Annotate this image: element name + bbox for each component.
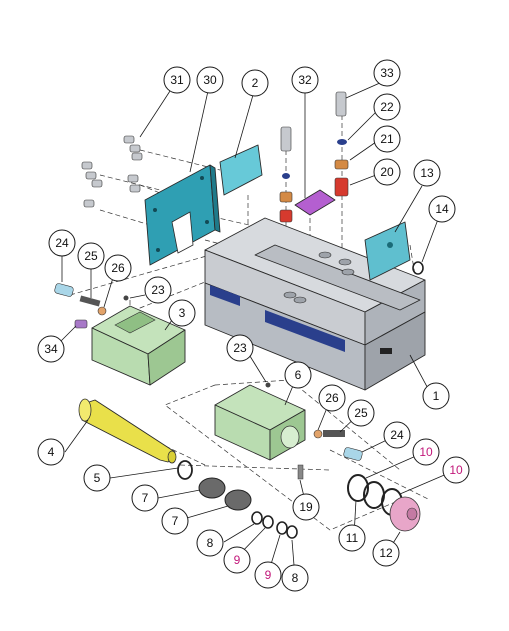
svg-text:22: 22 (380, 100, 394, 114)
svg-text:24: 24 (55, 236, 69, 250)
main-body-part-1 (204, 217, 426, 391)
svg-text:3: 3 (179, 306, 186, 320)
callout-25-lower: 25 (347, 399, 375, 427)
callout-11: 11 (338, 524, 366, 552)
top-small-parts (279, 91, 349, 223)
callout-12: 12 (372, 539, 400, 567)
callout-19: 19 (292, 493, 320, 521)
svg-text:10: 10 (449, 463, 463, 477)
svg-text:24: 24 (390, 428, 404, 442)
callout-24-upper: 24 (48, 229, 76, 257)
svg-text:5: 5 (94, 471, 101, 485)
svg-text:20: 20 (380, 165, 394, 179)
svg-text:9: 9 (265, 568, 272, 582)
callout-32: 32 (291, 66, 319, 94)
callout-25-upper: 25 (77, 242, 105, 270)
svg-text:31: 31 (170, 73, 184, 87)
jaw-part-3 (91, 305, 186, 386)
svg-text:26: 26 (325, 391, 339, 405)
callout-5: 5 (83, 464, 111, 492)
callout-8-left: 8 (196, 529, 224, 557)
svg-text:14: 14 (435, 202, 449, 216)
callout-34: 34 (37, 335, 65, 363)
callout-10-upper: 10 (412, 438, 440, 466)
svg-text:2: 2 (252, 76, 259, 90)
callout-7-upper: 7 (131, 484, 159, 512)
callout-9-left: 9 (223, 546, 251, 574)
callout-21: 21 (373, 125, 401, 153)
svg-text:25: 25 (354, 406, 368, 420)
svg-text:7: 7 (172, 514, 179, 528)
callout-26-lower: 26 (318, 384, 346, 412)
callout-8-right: 8 (281, 564, 309, 592)
callout-26-upper: 26 (104, 254, 132, 282)
svg-text:10: 10 (419, 445, 433, 459)
callout-14: 14 (428, 195, 456, 223)
svg-text:9: 9 (234, 553, 241, 567)
callout-6: 6 (284, 361, 312, 389)
callout-20: 20 (373, 158, 401, 186)
lead-screw-part-4 (78, 398, 177, 464)
ring-part-14 (412, 261, 424, 275)
svg-text:23: 23 (151, 283, 165, 297)
plate-part-13 (364, 221, 411, 281)
callout-2: 2 (241, 69, 269, 97)
callout-13: 13 (413, 159, 441, 187)
svg-text:11: 11 (346, 531, 359, 545)
callouts: 31 30 2 32 33 22 21 20 13 14 24 25 26 23… (37, 59, 470, 592)
jaw-part-6 (214, 384, 306, 461)
svg-text:33: 33 (380, 66, 394, 80)
callout-31: 31 (163, 66, 191, 94)
svg-text:26: 26 (111, 261, 125, 275)
svg-text:34: 34 (44, 342, 58, 356)
callout-4: 4 (37, 438, 65, 466)
blue-plate-part-30 (144, 164, 221, 266)
springs-and-rings (177, 460, 298, 539)
callout-24-lower: 24 (383, 421, 411, 449)
callout-9-right: 9 (254, 561, 282, 589)
screws-part-31 (81, 135, 143, 208)
svg-text:13: 13 (420, 166, 434, 180)
callout-22: 22 (373, 93, 401, 121)
callout-7-lower: 7 (161, 507, 189, 535)
svg-text:21: 21 (380, 132, 394, 146)
callout-1: 1 (422, 382, 450, 410)
callout-10-lower: 10 (442, 456, 470, 484)
svg-text:8: 8 (207, 536, 214, 550)
svg-text:30: 30 (203, 73, 217, 87)
svg-text:6: 6 (295, 368, 302, 382)
svg-text:4: 4 (48, 445, 55, 459)
callout-23-upper: 23 (144, 276, 172, 304)
svg-text:19: 19 (299, 500, 313, 514)
svg-text:1: 1 (433, 389, 440, 403)
svg-text:12: 12 (379, 546, 393, 560)
rings-and-nut (347, 474, 421, 532)
cover-plate-part-2 (219, 144, 263, 196)
svg-text:25: 25 (84, 249, 98, 263)
svg-text:8: 8 (292, 571, 299, 585)
left-small-parts (54, 283, 363, 480)
svg-text:23: 23 (233, 341, 247, 355)
svg-text:32: 32 (298, 73, 312, 87)
callout-3: 3 (168, 299, 196, 327)
svg-text:7: 7 (142, 491, 149, 505)
callout-30: 30 (196, 66, 224, 94)
callout-23-lower: 23 (226, 334, 254, 362)
callout-33: 33 (373, 59, 401, 87)
